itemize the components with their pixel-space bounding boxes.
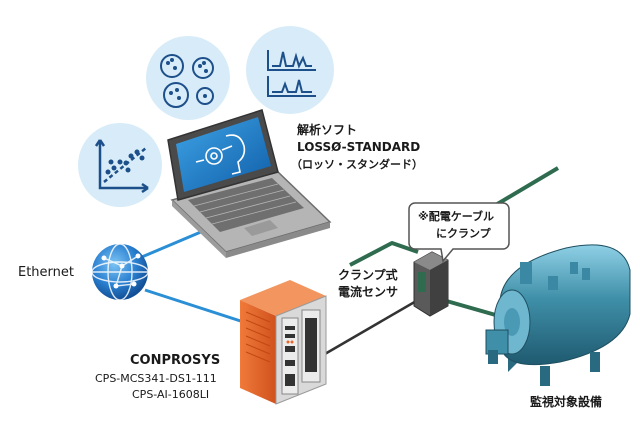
clamp-sensor-icon [413,251,449,317]
laptop-ai-icon [167,109,332,258]
callout-line2: にクランプ [436,227,491,240]
callout-line1: ※配電ケーブル [418,210,495,223]
software-label-line2: LOSSØ-STANDARD [297,140,421,154]
software-label-line3: （ロッソ・スタンダード） [291,158,423,171]
signal-cable [317,298,419,360]
ethernet-label: Ethernet [18,265,74,280]
device-model-1: CPS-MCS341-DS1-111 [95,372,217,385]
equipment-label: 監視対象設備 [530,395,603,409]
callout-bubble [408,202,510,263]
software-label-line1: 解析ソフト [297,123,358,137]
sensor-label-line2: 電流センサ [338,285,399,299]
globe-network-icon [91,243,149,301]
sensor-label-line1: クランプ式 [338,268,398,282]
waveform-plot-icon [246,26,334,114]
device-name: CONPROSYS [130,353,221,368]
device-model-2: CPS-AI-1608LI [132,388,210,401]
boiler-equipment-icon [485,244,631,386]
scatter-plot-icon [78,123,162,207]
controller-device-icon [240,280,327,405]
cluster-plot-icon [146,36,230,120]
